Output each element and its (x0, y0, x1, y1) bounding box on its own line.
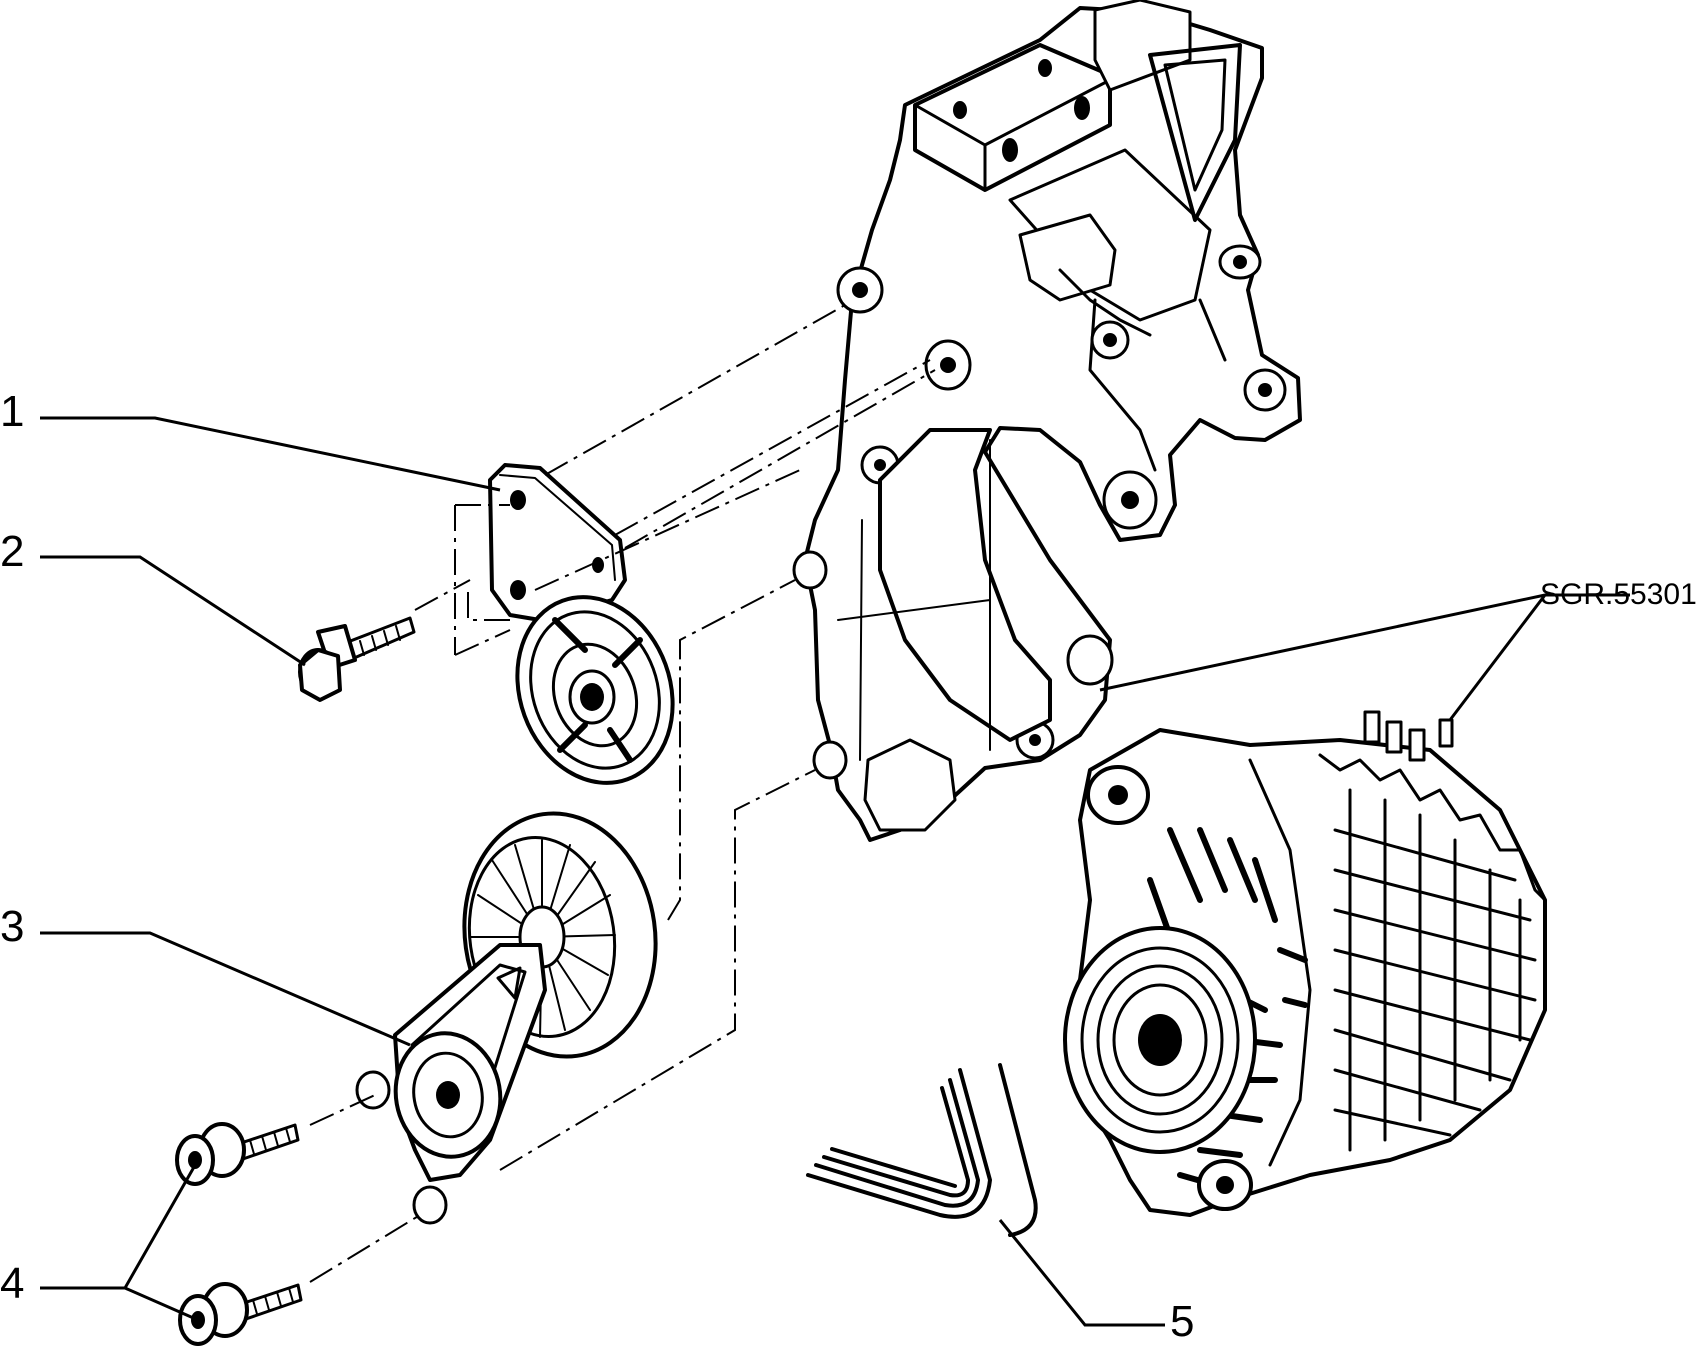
drive-belt (806, 1063, 1038, 1237)
callout-4: 4 (0, 1259, 25, 1308)
leader-lines (40, 416, 1630, 1327)
callout-5: 5 (1170, 1297, 1195, 1346)
callout-2: 2 (0, 527, 25, 576)
mounting-bracket (792, 0, 1302, 842)
bolts-part-4 (175, 1122, 303, 1346)
bolt-part-2 (298, 616, 416, 702)
callout-1: 1 (0, 387, 25, 436)
tensioner-plate-and-idler-pulley (488, 463, 675, 785)
alignment-lines (309, 304, 936, 1283)
drawing-code: SGR.55301 (1540, 578, 1697, 611)
alternator (1063, 710, 1547, 1217)
callout-3: 3 (0, 902, 25, 951)
tensioner-arm-and-pulley (355, 811, 658, 1225)
